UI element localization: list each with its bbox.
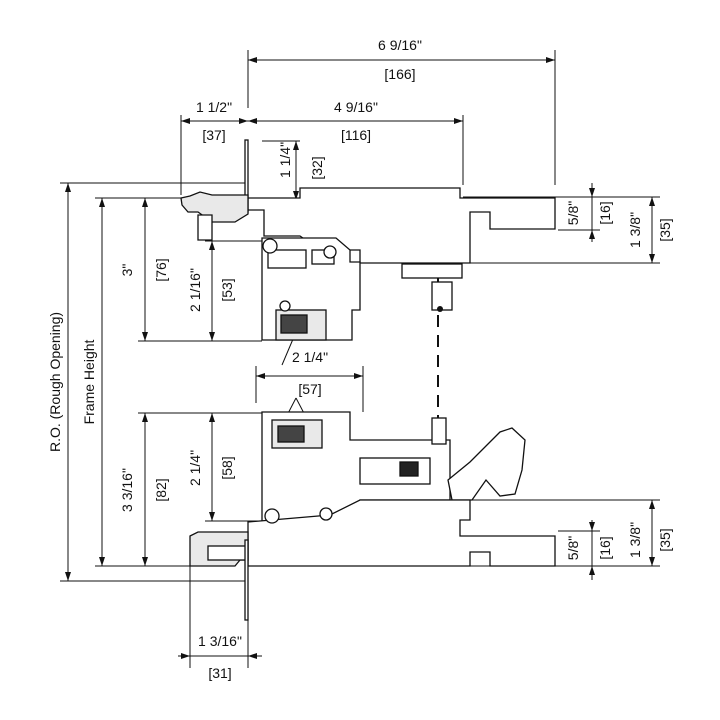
label-top-left-frac: 1 1/2" — [196, 99, 232, 115]
label-sill-right-58-mm: [16] — [597, 536, 613, 559]
label-sill-right-138-frac: 1 3/8" — [627, 522, 643, 558]
dimension-lines — [60, 50, 660, 668]
sill-frame-section — [189, 411, 556, 621]
label-sill-right-138-mm: [35] — [657, 528, 673, 551]
label-head-upper-frac: 1 1/4" — [277, 142, 293, 178]
label-head-right-58-mm: [16] — [597, 201, 613, 224]
head-frame-section — [180, 139, 556, 341]
label-top-mid-mm: [116] — [341, 127, 371, 143]
label-center-214: 2 1/4" — [292, 349, 328, 365]
label-frame-height: Frame Height — [81, 339, 97, 424]
label-sill-right-58-frac: 5/8" — [565, 536, 581, 560]
label-sill-214-frac: 2 1/4" — [187, 450, 203, 486]
label-bottom-mm: [31] — [208, 665, 231, 681]
label-top-overall-mm: [166] — [384, 66, 415, 82]
label-head-right-138-mm: [35] — [657, 218, 673, 241]
label-head-right-58-frac: 5/8" — [565, 201, 581, 225]
label-sill-214-mm: [58] — [219, 456, 235, 479]
label-head-3-mm: [76] — [153, 258, 169, 281]
label-top-overall-frac: 6 9/16" — [378, 37, 422, 53]
dimension-labels: 6 9/16" [166] 1 1/2" [37] 4 9/16" [116] … — [47, 37, 673, 681]
label-sill-3316-mm: [82] — [153, 478, 169, 501]
label-center-57: [57] — [298, 381, 321, 397]
label-bottom-frac: 1 3/16" — [198, 633, 242, 649]
label-head-2116-mm: [53] — [219, 278, 235, 301]
label-sill-3316-frac: 3 3/16" — [119, 468, 135, 512]
label-head-2116-frac: 2 1/16" — [187, 268, 203, 312]
label-head-upper-mm: [32] — [309, 156, 325, 179]
label-top-mid-frac: 4 9/16" — [334, 99, 378, 115]
label-head-right-138-frac: 1 3/8" — [627, 212, 643, 248]
label-top-left-mm: [37] — [202, 127, 225, 143]
label-head-3-frac: 3" — [119, 264, 135, 277]
label-ro: R.O. (Rough Opening) — [47, 312, 63, 452]
